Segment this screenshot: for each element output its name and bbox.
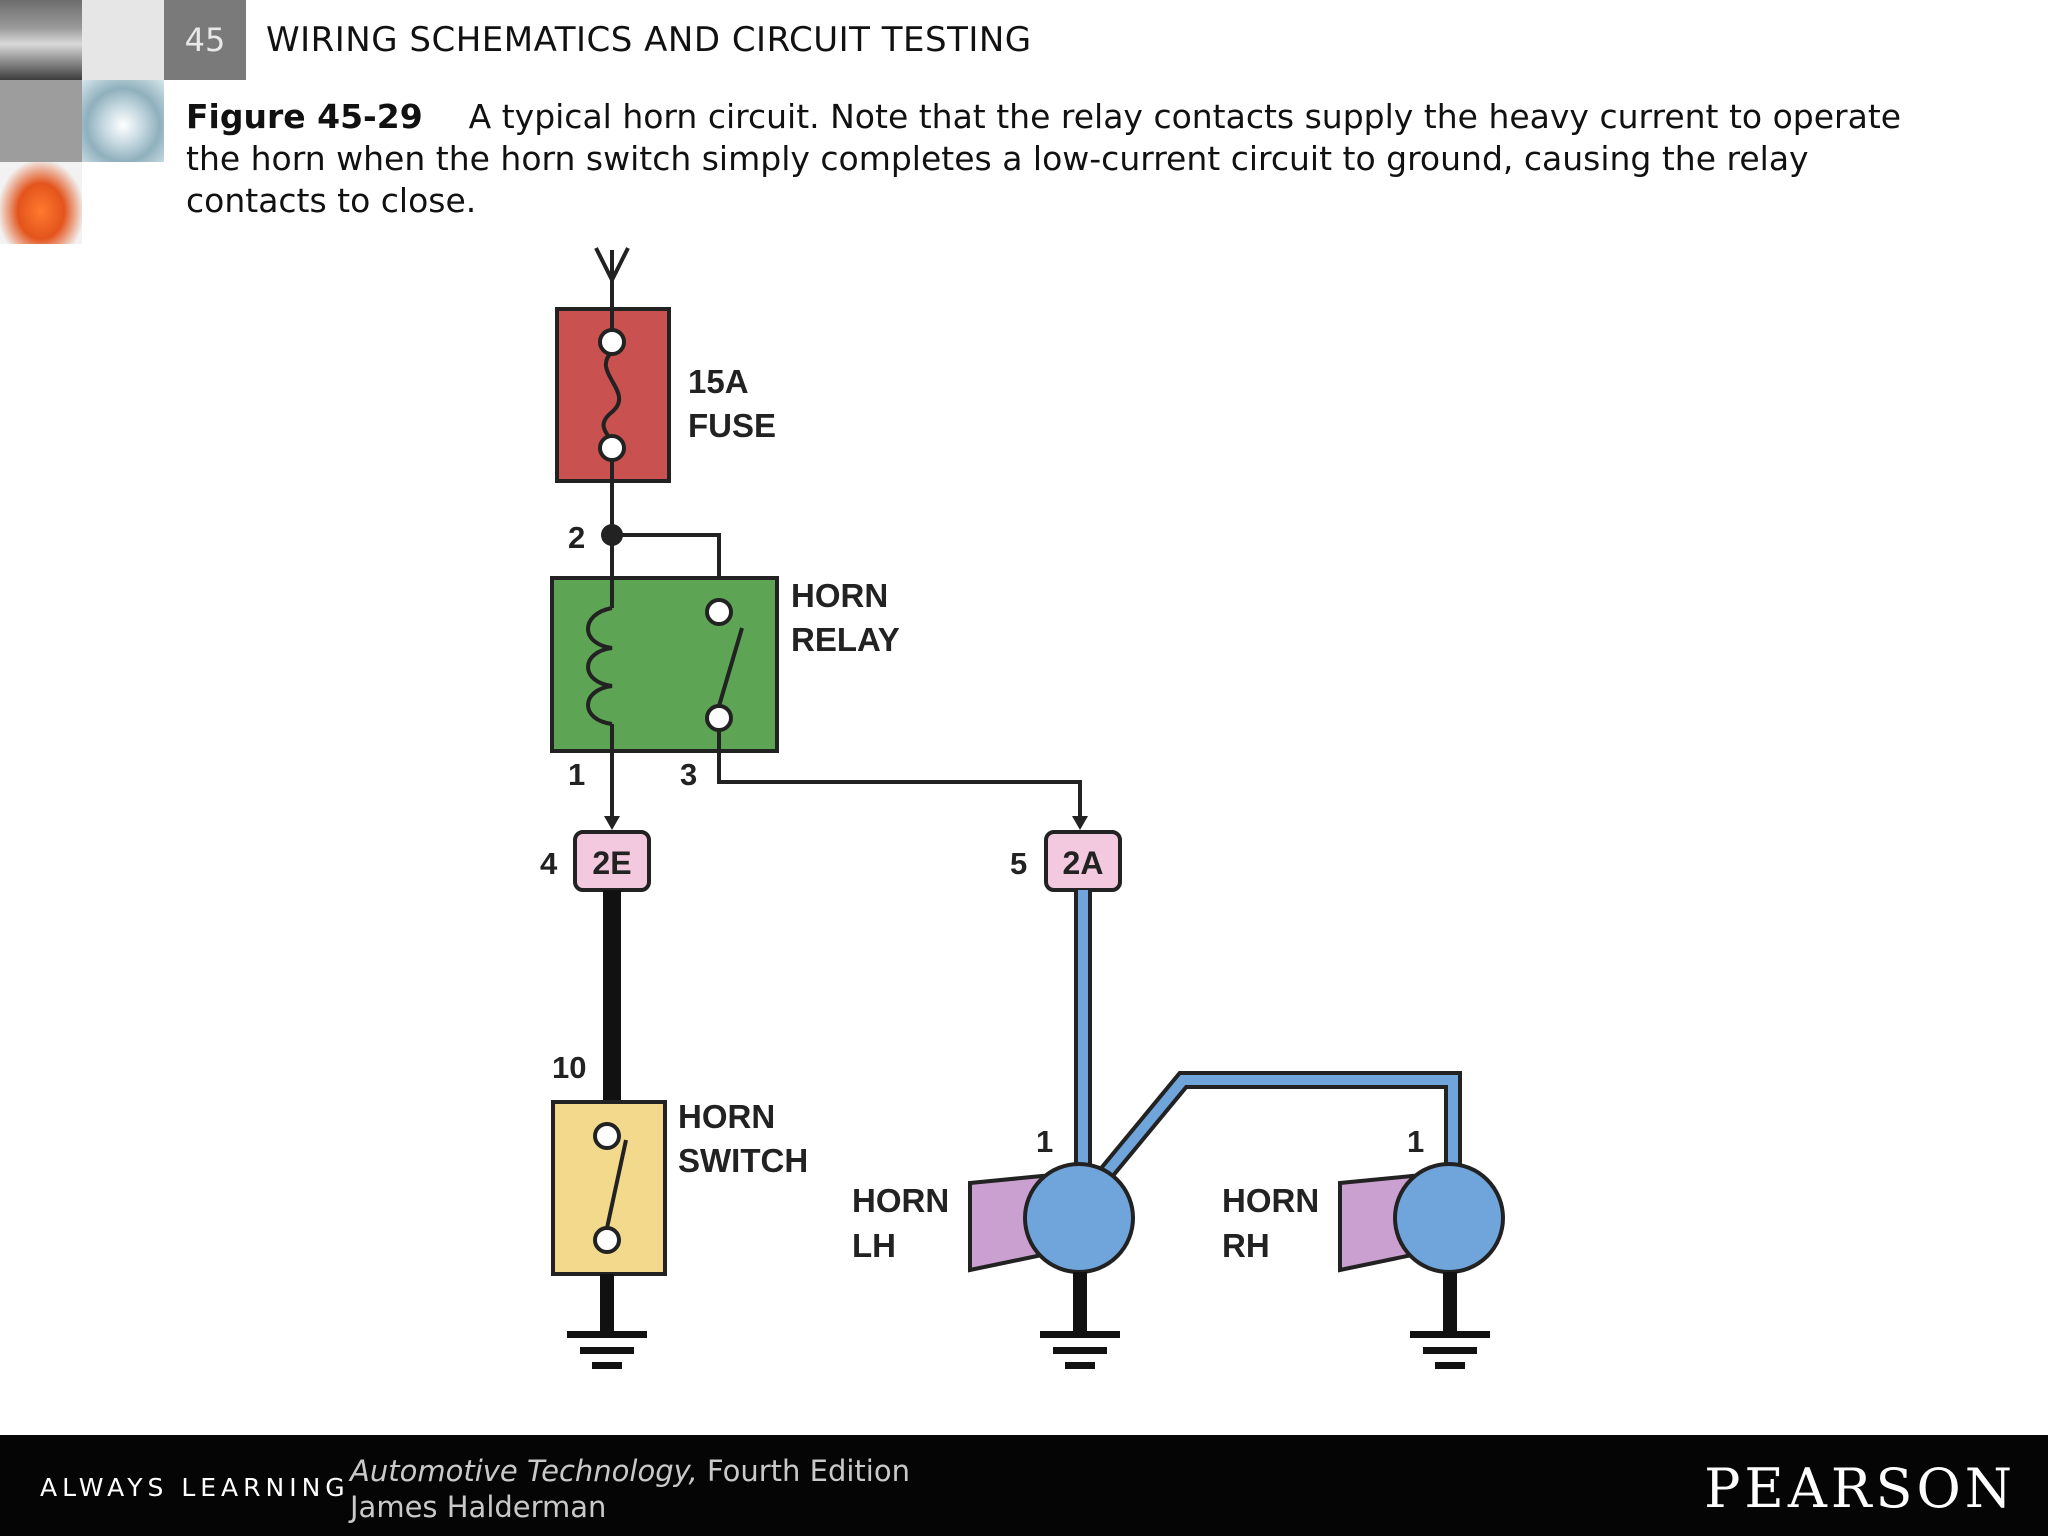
horn-rh-pin: 1	[1407, 1124, 1424, 1159]
book-edition: Fourth Edition	[706, 1454, 910, 1488]
switch-wire	[603, 890, 621, 1103]
sports-car-thumbnail-image	[0, 162, 82, 244]
arrow-down	[604, 816, 620, 830]
car-thumbnail-image	[0, 0, 82, 80]
slide-title: WIRING SCHEMATICS AND CIRCUIT TESTING	[266, 20, 1032, 60]
relay-output-wires	[610, 751, 1082, 818]
ground-symbol	[1410, 1272, 1490, 1369]
relay-pin-3-label: 3	[680, 757, 697, 792]
figure-label: Figure 45-29	[186, 97, 423, 136]
horn-rh	[1338, 1162, 1505, 1274]
relay-label-line1: HORN	[791, 577, 888, 614]
connector-2e-pin: 4	[540, 846, 558, 881]
arrow-down	[1072, 816, 1088, 830]
ground-symbol	[567, 1274, 647, 1369]
chapter-number-badge: 45	[164, 0, 246, 80]
horn-rh-label-line2: RH	[1222, 1227, 1270, 1264]
fuse-label-amps: 15A	[688, 363, 749, 400]
horn-relay	[550, 576, 779, 753]
connector-2a-pin: 5	[1010, 846, 1027, 881]
footer-book-info: Automotive Technology, Fourth Edition Ja…	[350, 1453, 910, 1525]
decorative-square	[0, 80, 82, 162]
relay-coil	[586, 606, 613, 726]
footer-tagline: ALWAYS LEARNING	[40, 1473, 350, 1502]
horn-switch	[551, 1100, 667, 1276]
publisher-logo: PEARSON	[1704, 1457, 2016, 1520]
switch-label-line1: HORN	[678, 1098, 775, 1135]
relay-label-line2: RELAY	[791, 621, 900, 658]
horn-lh	[968, 1162, 1135, 1274]
horn-feed-wires	[1074, 890, 1462, 1178]
splice-node	[601, 524, 623, 546]
book-author: James Halderman	[350, 1490, 607, 1524]
switch-pin-label: 10	[552, 1050, 586, 1085]
fuse-label: FUSE	[688, 407, 776, 444]
footer-bar: ALWAYS LEARNING Automotive Technology, F…	[0, 1435, 2048, 1536]
decorative-square	[82, 0, 164, 80]
switch-label-line2: SWITCH	[678, 1142, 808, 1179]
relay-pin-1-label: 1	[568, 757, 585, 792]
connector-2e-label: 2E	[592, 845, 631, 881]
connector-2a-label: 2A	[1063, 845, 1104, 881]
horn-rh-label-line1: HORN	[1222, 1182, 1319, 1219]
relay-pin-2-label: 2	[568, 520, 585, 555]
ground-symbol	[1040, 1272, 1120, 1369]
turbine-thumbnail-image	[82, 80, 164, 162]
power-source-symbol	[594, 247, 630, 308]
relay-contact-arm	[717, 627, 744, 707]
book-title: Automotive Technology,	[350, 1454, 698, 1488]
fuse-15a	[555, 307, 671, 483]
horn-circuit-schematic: 15A FUSE 2 HORN RELAY 1 3 2E 4 2A 5 10	[540, 247, 1505, 1369]
horn-lh-label-line2: LH	[852, 1227, 896, 1264]
caption-text: A typical horn circuit. Note that the re…	[186, 97, 1902, 220]
horn-lh-pin: 1	[1036, 1124, 1053, 1159]
horn-lh-label-line1: HORN	[852, 1182, 949, 1219]
